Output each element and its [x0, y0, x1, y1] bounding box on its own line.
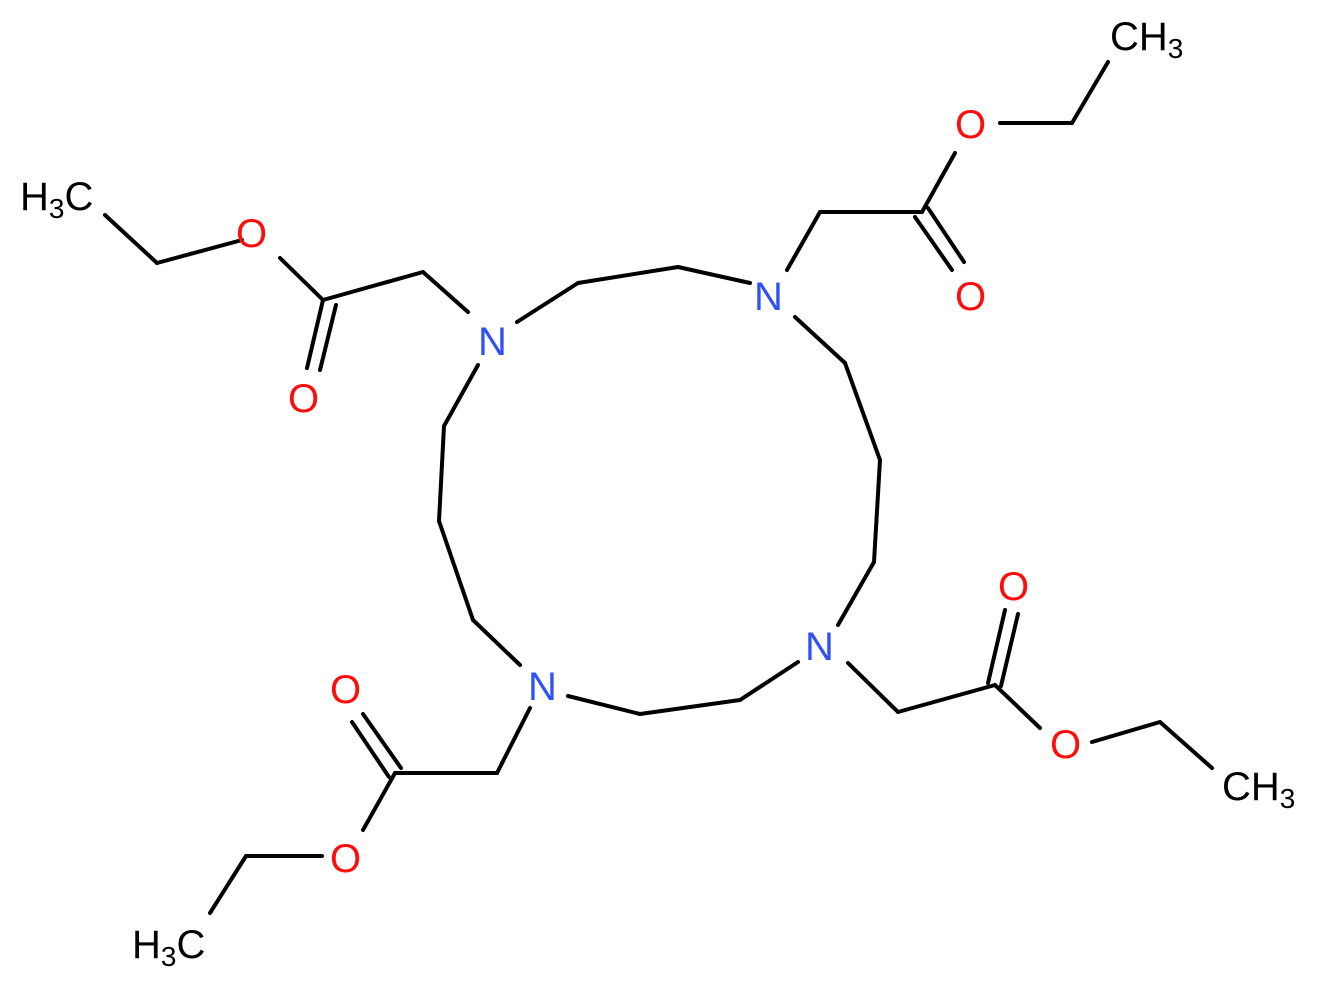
double-bond: [926, 206, 966, 264]
bond: [208, 854, 248, 915]
oxygen-carbonyl-top-left: O: [288, 377, 319, 421]
double-bond: [350, 720, 391, 779]
bond: [1070, 60, 1110, 125]
bond: [846, 661, 900, 714]
ring-bond: [843, 361, 882, 462]
nitrogen-atom-4: N: [528, 665, 557, 709]
ring-bond: [515, 281, 580, 324]
ring-bond: [471, 618, 522, 667]
methyl-label-bottom-left: H3C: [132, 923, 205, 972]
oxygen-ether-top-left: O: [236, 212, 267, 256]
bond: [993, 683, 1042, 730]
ring-bond: [437, 519, 475, 622]
ester-arm-top-left: [103, 213, 470, 372]
methyl-label-top-left: H3C: [20, 175, 93, 224]
nitrogen-atom-2: N: [754, 275, 783, 319]
ring-bond: [872, 458, 882, 564]
bond: [920, 151, 957, 214]
double-bond: [986, 608, 1007, 685]
macrocycle-ring: [437, 265, 882, 716]
oxygen-carbonyl-bottom-right: O: [998, 565, 1029, 609]
ring-bond: [638, 698, 742, 716]
ring-bond: [442, 363, 480, 428]
double-bond: [305, 298, 325, 370]
ring-bond: [576, 265, 680, 285]
double-bond: [318, 303, 338, 372]
ring-bond: [566, 694, 642, 716]
nitrogen-atom-3: N: [805, 625, 834, 669]
bond: [361, 771, 397, 832]
oxygen-ether-top-right: O: [955, 103, 986, 147]
double-bond: [361, 712, 403, 770]
ring-bond: [793, 315, 847, 365]
bond: [278, 256, 325, 302]
oxygen-carbonyl-bottom-left: O: [330, 668, 361, 712]
oxygen-ether-bottom-left: O: [330, 837, 361, 881]
bond: [785, 210, 822, 272]
ring-bond: [676, 265, 752, 285]
ester-arm-bottom-left: [208, 706, 532, 915]
ring-bond: [437, 424, 446, 523]
atom-labels: N N N N O O O O O O O O H3C CH3 CH3 H3C: [20, 15, 1295, 972]
ring-bond: [738, 660, 800, 702]
double-bond: [999, 612, 1020, 688]
oxygen-carbonyl-top-right: O: [955, 275, 986, 319]
nitrogen-atom-1: N: [478, 320, 507, 364]
bond: [321, 270, 425, 302]
bond: [1090, 720, 1162, 744]
ester-arm-bottom-right: [846, 608, 1214, 770]
bond: [896, 683, 997, 714]
bond: [155, 238, 244, 265]
oxygen-ether-bottom-right: O: [1050, 723, 1081, 767]
bond: [421, 270, 470, 314]
double-bond: [913, 215, 954, 272]
methyl-label-bottom-right: CH3: [1222, 765, 1295, 814]
methyl-label-top-right: CH3: [1110, 15, 1183, 64]
bond: [495, 706, 532, 775]
bond: [103, 213, 159, 265]
bond: [1158, 720, 1214, 770]
ester-arm-top-right: [785, 60, 1110, 272]
ring-bond: [836, 560, 876, 627]
